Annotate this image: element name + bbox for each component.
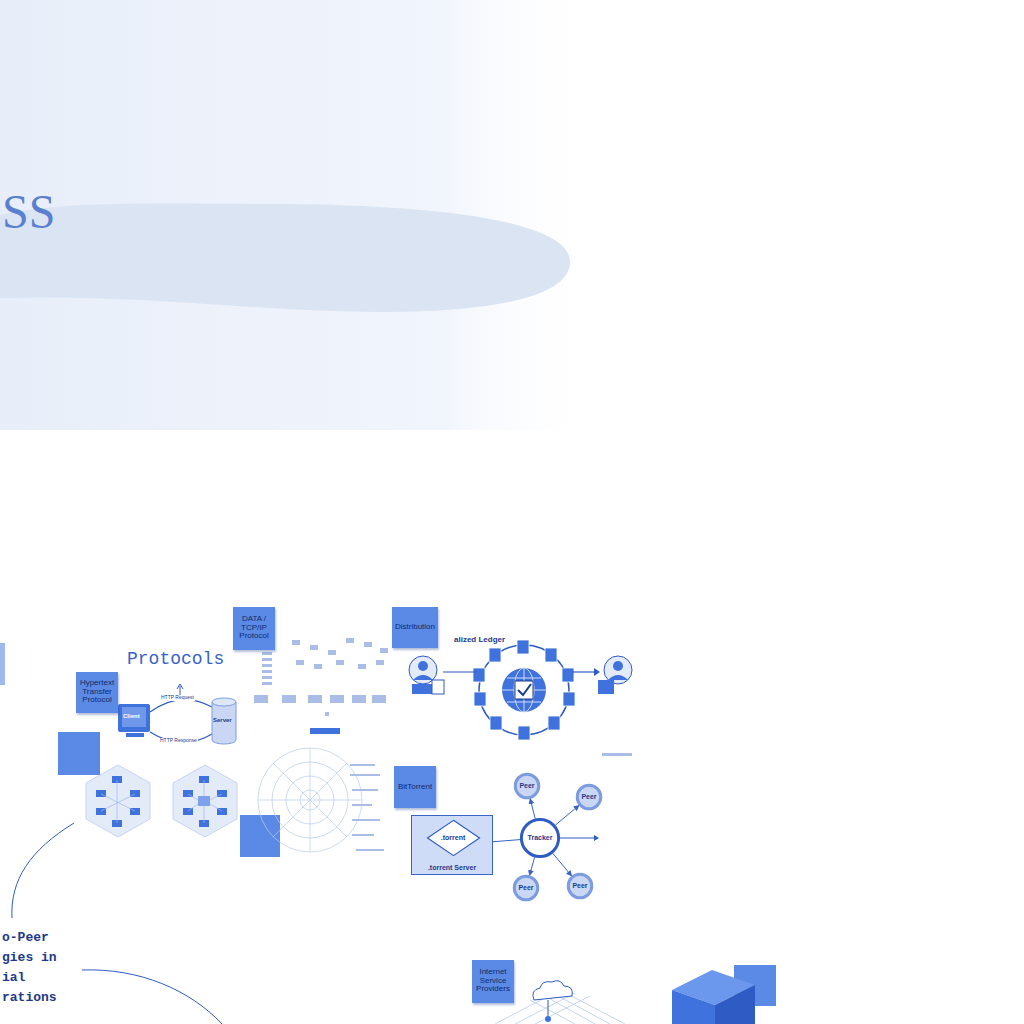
node-text: Tracker bbox=[528, 834, 553, 842]
background-blob bbox=[0, 204, 570, 312]
background-panel bbox=[0, 0, 800, 430]
sticky-note bbox=[0, 643, 5, 685]
device-label: Client bbox=[123, 713, 140, 720]
sticky-note: Hypertext Transfer Protocol bbox=[76, 672, 118, 713]
circle-shape bbox=[514, 876, 538, 900]
heading-fragment: rations bbox=[2, 991, 57, 1005]
node-text: Hypertext Transfer Protocol bbox=[79, 679, 115, 705]
peer-circle: Peer bbox=[514, 876, 538, 900]
circle-shape bbox=[515, 774, 539, 798]
sticky-note: DATA / TCP/IP Protocol bbox=[233, 607, 275, 650]
node-text: Peer bbox=[572, 882, 587, 890]
network-hexagons bbox=[86, 765, 237, 837]
node-text: .torrent bbox=[441, 834, 466, 842]
ledger-illustration bbox=[409, 640, 632, 756]
circle-shape bbox=[577, 785, 601, 809]
path-line bbox=[12, 823, 74, 918]
connector-arrow bbox=[530, 799, 535, 819]
peer-circle: Peer bbox=[577, 785, 601, 809]
sticky-note: BitTorrent bbox=[394, 766, 436, 808]
server-box: .torrent .torrent Server bbox=[411, 815, 493, 875]
arrow-head bbox=[594, 835, 599, 841]
figure-title: alized Ledger bbox=[454, 636, 505, 645]
tracker-circle: Tracker bbox=[521, 819, 559, 857]
diamond-shape bbox=[427, 820, 479, 855]
connector-arrow bbox=[530, 857, 535, 875]
circle-shape bbox=[521, 819, 558, 856]
title-fragment: SS bbox=[2, 186, 55, 239]
heading-fragment: gies in bbox=[2, 951, 57, 965]
node-text: BitTorrent bbox=[398, 783, 432, 792]
node-text: Distribution bbox=[395, 623, 435, 632]
http-diagram bbox=[118, 684, 236, 744]
cube-illustration bbox=[672, 970, 755, 1024]
heading-fragment: ial bbox=[2, 971, 25, 985]
mini-chart-grid bbox=[254, 638, 388, 734]
node-text: .torrent Server bbox=[428, 864, 476, 872]
connector-arrow bbox=[555, 805, 579, 825]
sticky-note: Internet Service Providers bbox=[472, 960, 514, 1003]
node-text: Peer bbox=[581, 793, 596, 801]
arrow-line bbox=[560, 838, 596, 839]
sticky-note: Distribution bbox=[392, 607, 438, 648]
section-heading: Protocols bbox=[127, 650, 224, 670]
arrow-label: HTTP Request bbox=[160, 695, 195, 701]
connector-arrow bbox=[553, 853, 572, 876]
radial-figure bbox=[258, 748, 384, 852]
isp-illustration bbox=[495, 981, 625, 1024]
arrow-label: HTTP Response bbox=[159, 738, 198, 744]
peer-circle: Peer bbox=[515, 774, 539, 798]
node-text: Peer bbox=[518, 884, 533, 892]
sticky-note bbox=[58, 732, 100, 775]
peer-circle: Peer bbox=[568, 874, 592, 898]
node-text: DATA / TCP/IP Protocol bbox=[236, 615, 272, 641]
device-label: Server bbox=[213, 717, 232, 724]
path-line bbox=[82, 970, 222, 1024]
node-text: Peer bbox=[519, 782, 534, 790]
node-text: Internet Service Providers bbox=[475, 968, 511, 994]
heading-fragment: o-Peer bbox=[2, 931, 49, 945]
connector-arrow bbox=[493, 840, 520, 842]
circle-shape bbox=[568, 874, 592, 898]
decision-diamond: .torrent bbox=[427, 820, 480, 856]
